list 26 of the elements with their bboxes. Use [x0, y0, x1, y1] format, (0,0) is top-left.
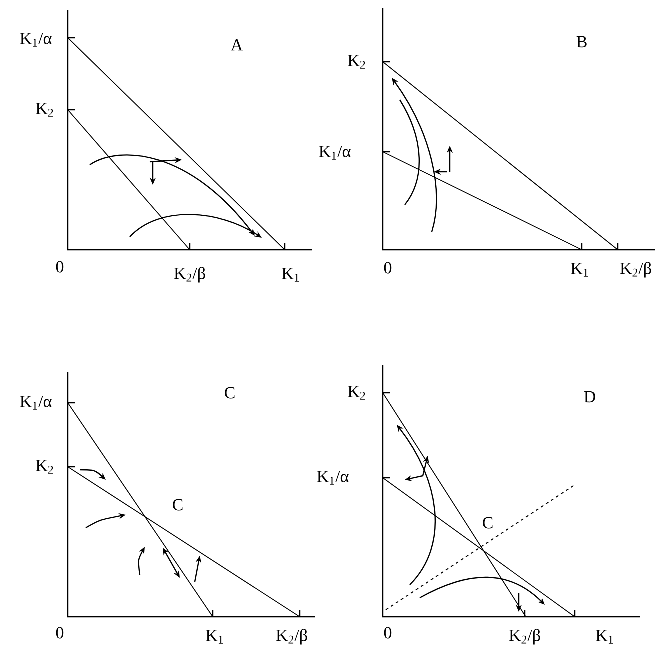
- panel-letter: D: [584, 391, 596, 403]
- axis-label: K$_{2}$/β: [620, 262, 652, 278]
- axis-label: K$_{2}$: [36, 460, 54, 474]
- axis-label: K$_{1}$: [282, 268, 300, 282]
- axis-label: K$_{1}$/α: [20, 396, 52, 410]
- axis-label: 0: [56, 627, 64, 639]
- axis-label: K$_{1}$: [571, 263, 588, 277]
- axis-label: K$_{2}$: [36, 103, 54, 117]
- axis-label: K$_{1}$/α: [317, 471, 349, 485]
- axis-label: 0: [384, 627, 392, 639]
- axis-label: K$_{1}$: [596, 630, 614, 644]
- axis-label: K$_{1}$/α: [319, 146, 351, 160]
- axis-label: 0: [384, 262, 392, 274]
- axis-label: K$_{1}$: [206, 630, 224, 644]
- axis-label: 0: [56, 261, 64, 273]
- axis-label: K$_{2}$/β: [509, 629, 540, 645]
- axis-label: K$_{2}$: [348, 386, 366, 400]
- point-label: C: [483, 517, 493, 529]
- axis-label: K$_{2}$/β: [276, 629, 308, 645]
- axis-label: K$_{1}$/α: [20, 33, 52, 47]
- point-label: C: [173, 499, 183, 511]
- panel-letter: A: [231, 39, 244, 51]
- axis-label: K$_{2}$/β: [174, 267, 206, 283]
- panel-letter: B: [576, 36, 587, 48]
- axis-label: K$_{2}$: [348, 55, 366, 69]
- panel-letter: C: [225, 387, 235, 399]
